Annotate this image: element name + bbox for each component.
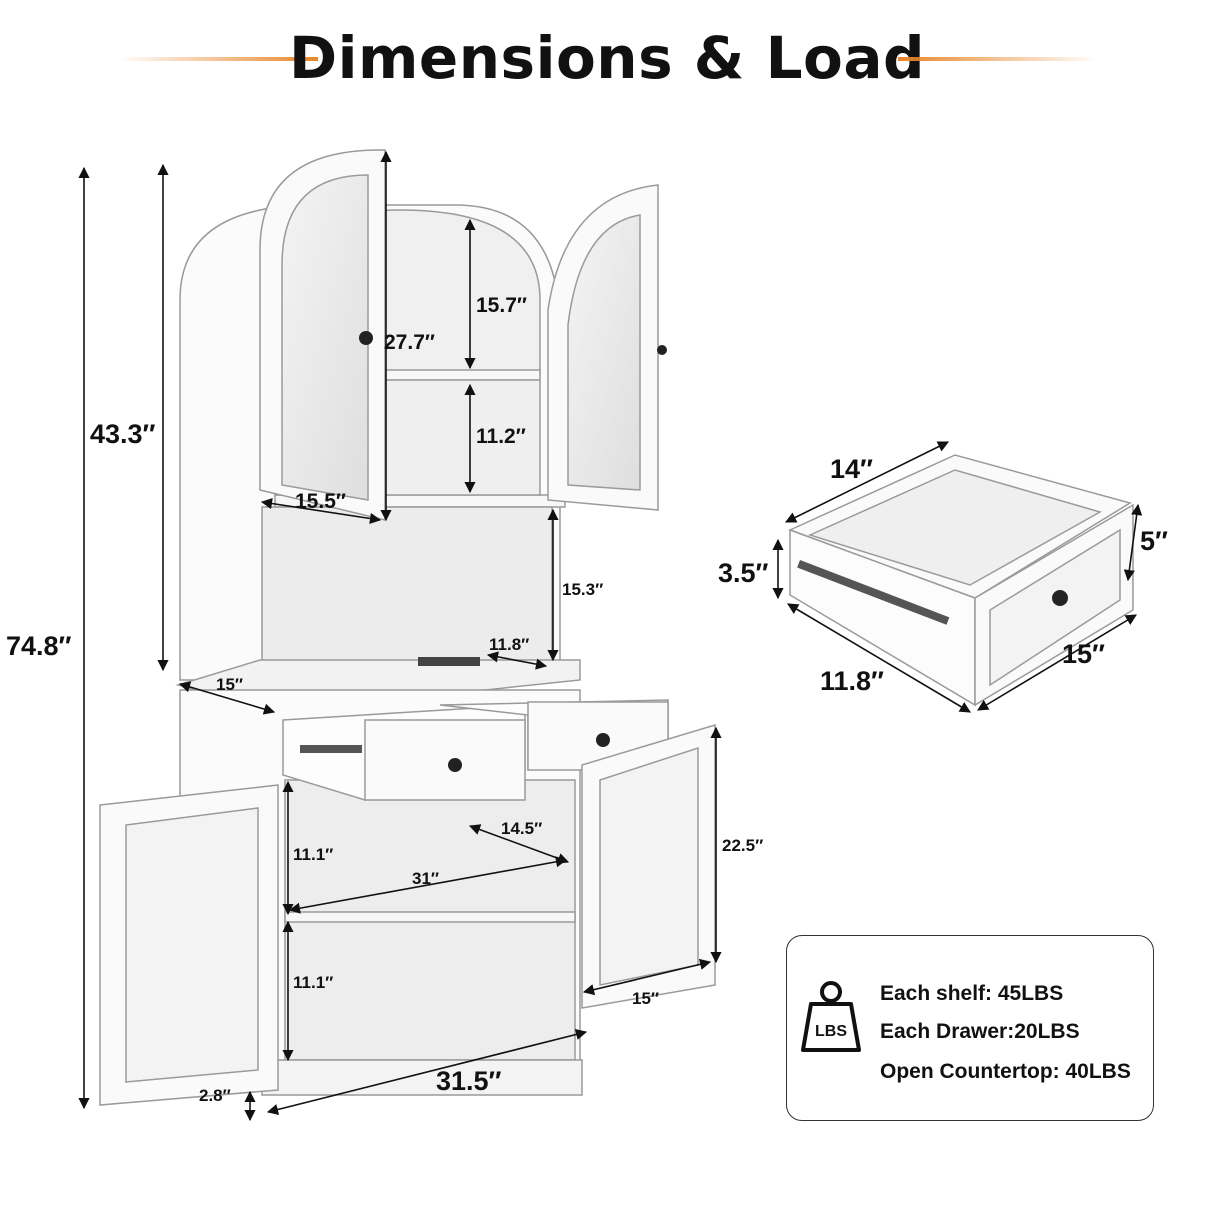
drawer-knob-left	[448, 758, 462, 772]
upper-door-right-knob	[657, 345, 667, 355]
arrow-drawer-width	[784, 441, 950, 523]
upper-door-right-glass	[567, 214, 641, 491]
arrow-upper-inner-width	[260, 497, 382, 525]
label-base-height: 2.8″	[199, 1086, 231, 1105]
lower-shelf	[284, 911, 576, 923]
load-line-countertop: Open Countertop: 40LBS	[880, 1060, 1131, 1083]
outlet-panel	[418, 657, 480, 666]
label-drawer-side-height: 3.5″	[718, 558, 769, 588]
label-overall-height: 74.8″	[6, 631, 72, 661]
label-lower-height: 22.5″	[722, 836, 763, 855]
load-line-shelf: Each shelf: 45LBS	[880, 982, 1064, 1005]
label-upper-height: 43.3″	[90, 419, 156, 449]
drawer-left-front	[364, 719, 526, 801]
label-lower-gap-bottom: 11.1″	[293, 973, 333, 992]
load-capacity-box: LBS Each shelf: 45LBS Each Drawer:20LBS …	[786, 935, 1154, 1121]
label-lower-gap-top: 11.1″	[293, 845, 333, 864]
drawer-slide-rail	[300, 745, 362, 753]
label-door-arch-height: 27.7″	[384, 331, 435, 354]
label-lower-shelf-depth: 14.5″	[501, 819, 542, 838]
label-drawer-width: 14″	[830, 454, 873, 484]
page-title: Dimensions & Load	[288, 24, 926, 92]
drawer-knob-right	[596, 733, 610, 747]
label-drawer-inner-depth: 11.8″	[820, 666, 884, 696]
arrow-countertop-depth	[178, 681, 276, 715]
arrow-drawer-front-height	[1123, 503, 1143, 582]
label-lower-depth: 15″	[632, 989, 659, 1008]
arrow-drawer-inner-depth	[787, 603, 971, 713]
title-accent-line-left	[118, 57, 318, 61]
arrow-lower-depth	[582, 958, 712, 996]
title-bar: Dimensions & Load	[0, 18, 1214, 98]
arrow-overall-width	[266, 1029, 588, 1115]
arrow-lower-shelf-depth	[468, 824, 570, 864]
label-lower-inner-width: 31″	[412, 869, 439, 888]
arrow-lower-inner-width	[288, 856, 568, 914]
lower-door-left-panel	[125, 807, 259, 1083]
label-open-niche-height: 15.3″	[562, 580, 603, 599]
upper-door-left-knob	[359, 331, 373, 345]
open-niche	[261, 506, 553, 668]
dimension-labels: 74.8″ 43.3″ 15.7″ 27.7″ 11.2″ 15.5″ 15.3…	[6, 294, 1168, 1105]
cabinet-illustration	[99, 149, 716, 1106]
lower-door-right-panel	[599, 746, 699, 986]
label-upper-shelf-gap: 11.2″	[476, 425, 526, 448]
label-countertop-depth-inner: 11.8″	[489, 635, 529, 654]
dimension-arrows	[78, 150, 1143, 1122]
title-accent-line-right	[898, 57, 1098, 61]
label-drawer-front-height: 5″	[1140, 526, 1168, 556]
upper-door-left-glass	[281, 174, 369, 501]
label-countertop-depth: 15″	[216, 675, 243, 694]
base-plinth	[261, 1059, 583, 1096]
weight-icon-label: LBS	[815, 1023, 847, 1040]
arrow-drawer-depth	[977, 614, 1137, 711]
label-arch-inner-height: 15.7″	[476, 294, 527, 317]
label-drawer-depth: 15″	[1062, 639, 1105, 669]
weight-lbs-icon: LBS	[801, 981, 861, 1052]
arrow-countertop-depth-inner	[486, 651, 548, 670]
drawer-box-knob	[1052, 590, 1068, 606]
label-overall-width: 31.5″	[436, 1066, 502, 1096]
label-upper-inner-width: 15.5″	[295, 490, 346, 513]
load-line-drawer: Each Drawer:20LBS	[880, 1020, 1080, 1043]
